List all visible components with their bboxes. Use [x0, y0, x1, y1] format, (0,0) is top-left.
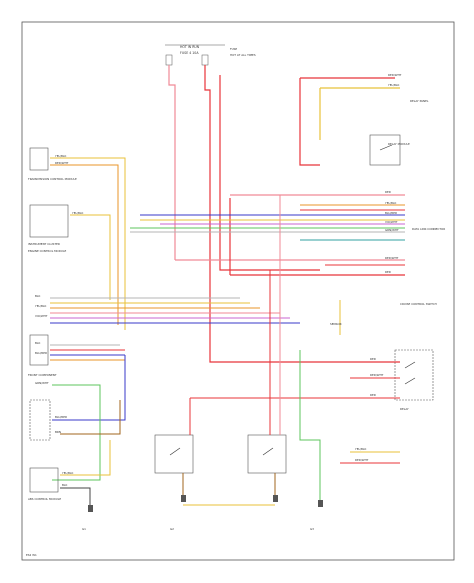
wire-tags-right: RED/WHT YEL/BLK RED YEL/BLK BLU/RED VIO/… [355, 73, 402, 462]
wire-tag: RED/WHT [355, 458, 369, 462]
wire-tag: YEL/BLK [55, 154, 66, 158]
fuse-symbol [165, 54, 173, 66]
wire-tag: BLK [35, 294, 40, 298]
component-box [29, 399, 51, 441]
component-label: ABS CONTROL MODULE [28, 497, 61, 501]
component-label: RELAY PANEL [410, 99, 429, 103]
component-box [29, 467, 59, 493]
wire-tag: YEL/BLK [355, 447, 366, 451]
wire-tag: GRN/WHT [35, 381, 49, 385]
wire-tag: BLU/RED [35, 351, 47, 355]
power-label-4: HOT AT ALL TIMES [230, 53, 256, 57]
component-label: DATA LINK CONNECTOR [412, 227, 445, 231]
ground-icon [88, 505, 93, 512]
wire-tag: GRN/WHT [385, 228, 399, 232]
relay-box [394, 349, 434, 401]
power-label-3: FUSE [230, 47, 237, 51]
component-label: SENSOR [330, 322, 342, 326]
wire-tag: RED [370, 393, 376, 397]
power-label-1: HOT IN RUN [180, 45, 200, 49]
page-code: ES2 W1 [26, 553, 37, 557]
wire-tag: RED [385, 270, 391, 274]
component-box [29, 334, 49, 366]
component-label: ENGINE CONTROL MODULE [28, 249, 67, 253]
ground-icon [181, 495, 186, 502]
wire-tag: BRN [55, 430, 61, 434]
relay-module [369, 134, 401, 166]
wire-tag: RED/WHT [55, 161, 69, 165]
wire-tag: VIO/WHT [385, 220, 398, 224]
wire-tag: BLK [62, 483, 67, 487]
component-label: RELAY MODULE [388, 142, 410, 146]
wire-tag: VIO/WHT [35, 314, 48, 318]
ground-icon [273, 495, 278, 502]
component-label: CRUISE CONTROL SWITCH [400, 302, 437, 306]
wire-tag: YEL/BLK [35, 304, 46, 308]
wire-tag: YEL/BLK [62, 471, 73, 475]
wire-tags-left: YEL/BLK RED/WHT YEL/BLK BLK YEL/BLK VIO/… [35, 154, 83, 487]
right-component-labels: RELAY PANEL RELAY MODULE DATA LINK CONNE… [330, 99, 445, 411]
wire-tag: BLK [35, 341, 40, 345]
switch-box [247, 434, 287, 474]
top-power-labels: HOT IN RUN FUSE 4 10A FUSE HOT AT ALL TI… [180, 45, 256, 57]
component-label: FRONT COMPONENT [28, 373, 57, 377]
wire-tag: YEL/BLK [385, 201, 396, 205]
component-box [29, 147, 49, 171]
component-label: RELAY [400, 407, 409, 411]
component-label: TRANSMISSION CONTROL MODULE [27, 177, 77, 181]
left-component-labels: TRANSMISSION CONTROL MODULE INSTRUMENT C… [27, 177, 77, 501]
wire-tag: RED/WHT [385, 256, 399, 260]
component-box [29, 204, 69, 238]
ground-label: G1 [82, 527, 86, 531]
ground-labels: G1 G2 G3 [82, 527, 314, 531]
wire-tag: YEL/BLK [388, 83, 399, 87]
wire-tag: RED/WHT [370, 373, 384, 377]
ground-label: G2 [170, 527, 174, 531]
ground-symbols [88, 495, 323, 512]
power-label-2: FUSE 4 10A [180, 51, 199, 55]
component-label: INSTRUMENT CLUSTER [28, 242, 60, 246]
wire-tag: BLU/RED [55, 415, 67, 419]
wire-tag: RED/WHT [388, 73, 402, 77]
switch-box [154, 434, 194, 474]
ground-label: G3 [310, 527, 314, 531]
wire-tag: RED [385, 190, 391, 194]
wire-tag: YEL/BLK [72, 211, 83, 215]
diagram-border [21, 21, 455, 561]
fuse-symbol [201, 54, 209, 66]
wire-tag: BLU/RED [385, 211, 397, 215]
ground-icon [318, 500, 323, 507]
wire-tag: RED [370, 357, 376, 361]
